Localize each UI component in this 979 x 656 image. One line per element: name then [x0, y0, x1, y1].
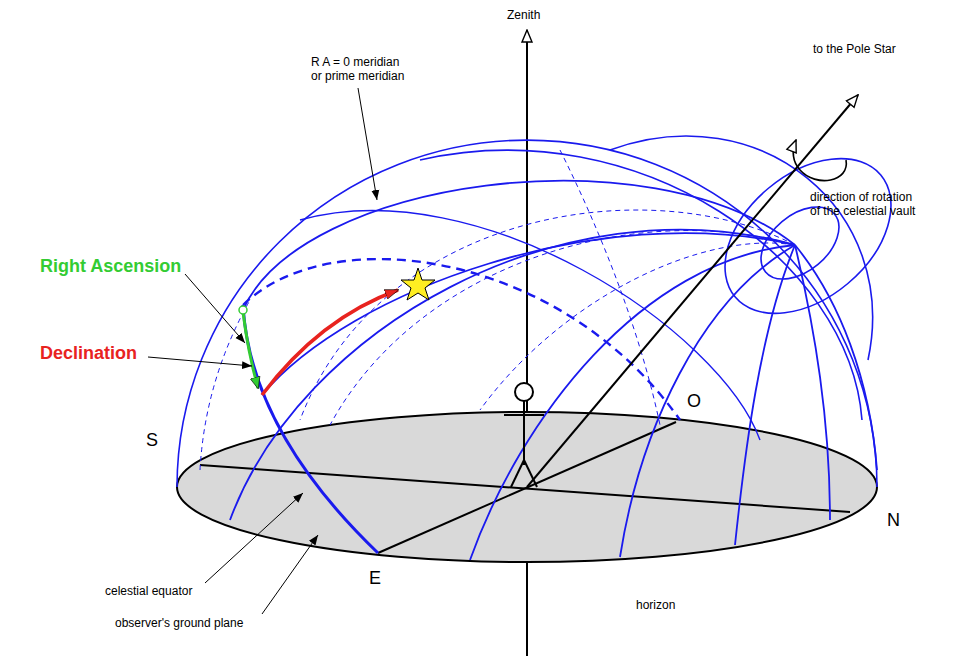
axis-label: Zenith	[507, 8, 540, 22]
compass-letter: N	[887, 510, 900, 532]
parallel	[300, 211, 760, 440]
meridian-label: R A = 0 meridian or prime meridian	[311, 55, 409, 84]
meridian	[620, 245, 795, 557]
leader-line	[185, 274, 245, 343]
meridian-back	[300, 210, 795, 420]
observer-figure	[504, 383, 544, 487]
rotation-label: direction of rotation of the celestial v…	[810, 190, 920, 219]
part-label: horizon	[636, 598, 675, 612]
celestial-equator-back	[243, 259, 680, 420]
meridian	[795, 245, 830, 520]
part-label: observer's ground plane	[115, 616, 243, 630]
part-label: celestial equator	[105, 584, 192, 598]
parallel	[695, 127, 920, 344]
prime-meridian	[795, 245, 877, 470]
meridian-back	[480, 243, 795, 410]
coordinate-label: Right Ascension	[40, 256, 181, 278]
star-symbol	[401, 268, 435, 300]
rotation-arrow	[793, 140, 846, 181]
parallel-back	[200, 300, 250, 470]
axis-label: to the Pole Star	[813, 42, 896, 56]
meridian	[470, 245, 795, 560]
compass-letter: E	[369, 568, 381, 590]
parallel	[420, 150, 862, 420]
parallel-back	[560, 150, 660, 425]
leader-line	[358, 88, 377, 200]
leader-line	[262, 535, 318, 614]
meridian	[230, 230, 795, 520]
pole-axis	[527, 95, 858, 487]
leader-line	[148, 357, 252, 366]
compass-letter: O	[687, 391, 701, 413]
meridian	[735, 245, 795, 545]
prime-point	[239, 306, 247, 314]
right-ascension-arc	[243, 312, 258, 388]
dome-grid	[177, 127, 921, 560]
leader-line	[205, 493, 303, 583]
coordinate-label: Declination	[40, 343, 137, 365]
compass-letter: S	[146, 430, 158, 452]
leader-lines	[148, 88, 377, 614]
declination-arc	[262, 290, 398, 395]
